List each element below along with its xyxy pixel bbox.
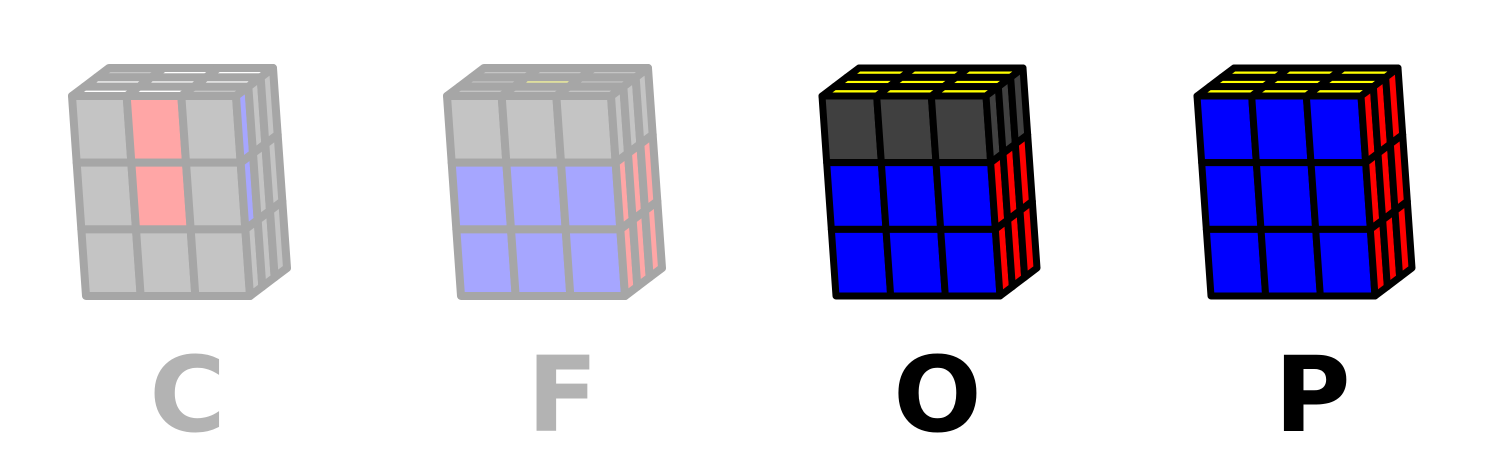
step-letter-f: F (526, 334, 599, 456)
sticker-front (132, 225, 200, 300)
sticker-right (1391, 197, 1416, 281)
sticker-front (1198, 159, 1265, 233)
sticker-front (452, 225, 520, 300)
sticker-front (557, 158, 625, 234)
sticker-front (68, 92, 136, 167)
step-f2l: F (375, 0, 750, 476)
sticker-front (882, 225, 949, 300)
sticker-front (1202, 225, 1270, 300)
step-letter-c: C (149, 334, 226, 456)
sticker-front (447, 158, 515, 234)
sticker-front (127, 158, 195, 234)
sticker-front (873, 92, 940, 167)
sticker-right (641, 197, 666, 282)
step-pll: P (1125, 0, 1500, 476)
sticker-front (927, 92, 995, 167)
sticker-front (1302, 92, 1370, 167)
sticker-front (561, 225, 629, 300)
sticker-front (552, 92, 620, 167)
sticker-front (502, 158, 570, 234)
sticker-front (823, 159, 890, 233)
step-letter-o: O (893, 334, 982, 456)
sticker-front (937, 225, 1004, 300)
sticker-front (182, 158, 250, 234)
sticker-front (877, 159, 945, 233)
sticker-front (932, 159, 999, 233)
sticker-front (186, 225, 254, 300)
sticker-front (1257, 225, 1324, 300)
sticker-front (443, 92, 511, 167)
step-cross: C (0, 0, 375, 476)
sticker-right (1016, 197, 1041, 281)
sticker-front (1307, 159, 1374, 233)
sticker-front (122, 92, 190, 167)
rubiks-cube-f2l-icon (443, 64, 666, 300)
step-letter-p: P (1274, 334, 1351, 456)
sticker-front (1252, 159, 1320, 233)
rubiks-cube-oll-icon (818, 64, 1041, 300)
sticker-front (72, 158, 140, 234)
sticker-front (177, 92, 245, 167)
sticker-front (507, 225, 575, 300)
sticker-front (1312, 225, 1379, 300)
sticker-front (77, 225, 145, 300)
sticker-front (1248, 92, 1315, 167)
rubiks-cube-cross-icon (68, 64, 291, 300)
sticker-right (266, 197, 291, 282)
sticker-front (1193, 92, 1260, 167)
sticker-front (818, 92, 885, 167)
sticker-front (827, 225, 895, 300)
rubiks-cube-pll-icon (1193, 64, 1416, 300)
sticker-front (497, 92, 565, 167)
step-oll: O (750, 0, 1125, 476)
